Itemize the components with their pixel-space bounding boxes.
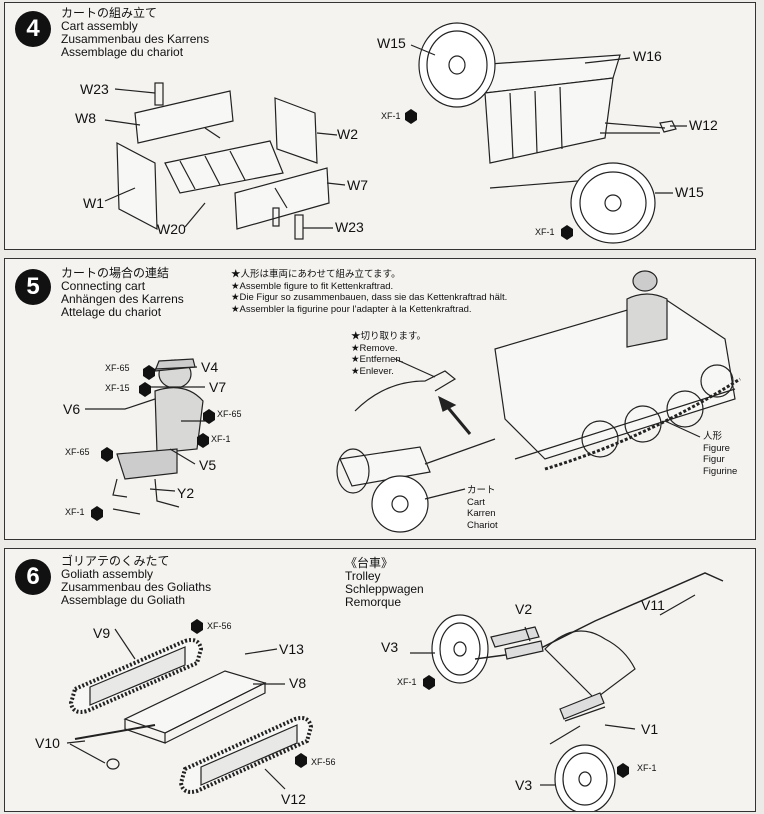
part-w2: W2 <box>337 126 358 142</box>
figure-fr: Figurine <box>703 465 738 477</box>
part-v12: V12 <box>281 791 306 807</box>
note-de: ★Die Figur so zusammenbauen, dass sie da… <box>231 292 508 303</box>
part-w20: W20 <box>157 221 186 237</box>
part-v13: V13 <box>279 641 304 657</box>
part-v11: V11 <box>641 597 665 613</box>
figure-en: Figure <box>703 442 730 454</box>
note-jp: ★人形は車両にあわせて組み立てます。 <box>231 269 401 280</box>
step-number-badge: 4 <box>15 11 51 47</box>
remove-en: ★Remove. <box>351 342 398 354</box>
figure-jp: 人形 <box>703 431 723 442</box>
step-number-badge: 5 <box>15 269 51 305</box>
step-6-panel: 6 ゴリアテのくみたて Goliath assembly Zusammenbau… <box>4 548 756 812</box>
title-jp: ゴリアテのくみたて <box>61 554 170 568</box>
part-w15-b: W15 <box>675 184 704 200</box>
paint-xf56-b: XF-56 <box>311 757 336 767</box>
assembly-notes: ★人形は車両にあわせて組み立てます。 ★Assemble figure to f… <box>231 269 507 315</box>
cart-en: Cart <box>467 496 485 508</box>
title-fr: Assemblage du Goliath <box>61 593 186 607</box>
paint-xf65-b: XF-65 <box>217 409 242 419</box>
cart-assembly-drawing <box>104 22 687 244</box>
paint-xf1: XF-1 <box>397 677 417 687</box>
title-fr: Assemblage du chariot <box>61 45 184 59</box>
paint-xf56: XF-56 <box>207 621 232 631</box>
title-jp: カートの場合の連結 <box>61 266 170 280</box>
part-v6: V6 <box>63 401 81 417</box>
step-number-badge: 6 <box>15 559 51 595</box>
paint-xf1-b: XF-1 <box>535 227 555 237</box>
part-w16: W16 <box>633 48 662 64</box>
cart-jp: カート <box>467 485 496 496</box>
paint-xf15: XF-15 <box>105 383 130 393</box>
title-de: Anhängen des Karrens <box>61 292 184 306</box>
remove-de: ★Entfernen. <box>351 354 404 365</box>
part-w15: W15 <box>377 35 406 51</box>
title-en: Goliath assembly <box>61 567 154 581</box>
part-v8: V8 <box>289 675 307 691</box>
step-title: カートの組み立て Cart assembly Zusammenbau des K… <box>61 7 209 59</box>
part-v1: V1 <box>641 721 659 737</box>
cart-label: カート Cart Karren Chariot <box>467 485 498 531</box>
figure-de: Figur <box>703 454 725 465</box>
trolley-de: Schleppwagen <box>345 582 424 596</box>
part-v2: V2 <box>515 601 533 617</box>
part-v3: V3 <box>381 639 399 655</box>
cart-de: Karren <box>467 508 496 519</box>
figure-label: 人形 Figure Figur Figurine <box>703 431 737 477</box>
step-title: ゴリアテのくみたて Goliath assembly Zusammenbau d… <box>61 555 211 607</box>
part-w8: W8 <box>75 110 96 126</box>
title-en: Connecting cart <box>61 279 146 293</box>
remove-jp: ★切り取ります。 <box>351 331 427 342</box>
note-fr: ★Assembler la figurine pour l'adapter à … <box>231 303 472 315</box>
title-jp: カートの組み立て <box>61 6 158 20</box>
note-en: ★Assemble figure to fit Kettenkraftrad. <box>231 280 394 292</box>
cart-fr: Chariot <box>467 519 498 531</box>
title-en: Cart assembly <box>61 19 138 33</box>
paint-xf65: XF-65 <box>105 363 130 373</box>
trolley-en: Trolley <box>345 569 381 583</box>
connecting-cart-drawing <box>85 270 741 533</box>
paint-xf65-c: XF-65 <box>65 447 90 457</box>
part-v3-b: V3 <box>515 777 533 793</box>
part-v4: V4 <box>201 359 219 375</box>
remove-notes: ★切り取ります。 ★Remove. ★Entfernen. ★Enlever. <box>351 331 426 377</box>
part-w7: W7 <box>347 177 368 193</box>
part-w23-b: W23 <box>335 219 364 235</box>
part-w1: W1 <box>83 195 104 211</box>
part-v10: V10 <box>35 735 60 751</box>
trolley-title: 《台車》 Trolley Schleppwagen Remorque <box>345 557 424 609</box>
part-v7: V7 <box>209 379 227 395</box>
paint-xf1: XF-1 <box>211 434 231 444</box>
part-v9: V9 <box>93 625 111 641</box>
trolley-fr: Remorque <box>345 595 402 609</box>
trolley-jp: 《台車》 <box>345 556 394 570</box>
title-fr: Attelage du chariot <box>61 305 162 319</box>
paint-xf1-b: XF-1 <box>65 507 85 517</box>
part-w23: W23 <box>80 81 109 97</box>
step-title: カートの場合の連結 Connecting cart Anhängen des K… <box>61 267 184 319</box>
title-de: Zusammenbau des Karrens <box>61 32 210 46</box>
title-de: Zusammenbau des Goliaths <box>61 580 212 594</box>
remove-fr: ★Enlever. <box>351 365 394 377</box>
paint-xf1: XF-1 <box>381 111 401 121</box>
part-v5: V5 <box>199 457 217 473</box>
step-5-panel: 5 カートの場合の連結 Connecting cart Anhängen des… <box>4 258 756 540</box>
paint-xf1-b: XF-1 <box>637 763 657 773</box>
part-w12: W12 <box>689 117 718 133</box>
goliath-assembly-drawing <box>66 572 724 811</box>
part-y2: Y2 <box>177 485 195 501</box>
step-4-panel: 4 カートの組み立て Cart assembly Zusammenbau des… <box>4 2 756 250</box>
